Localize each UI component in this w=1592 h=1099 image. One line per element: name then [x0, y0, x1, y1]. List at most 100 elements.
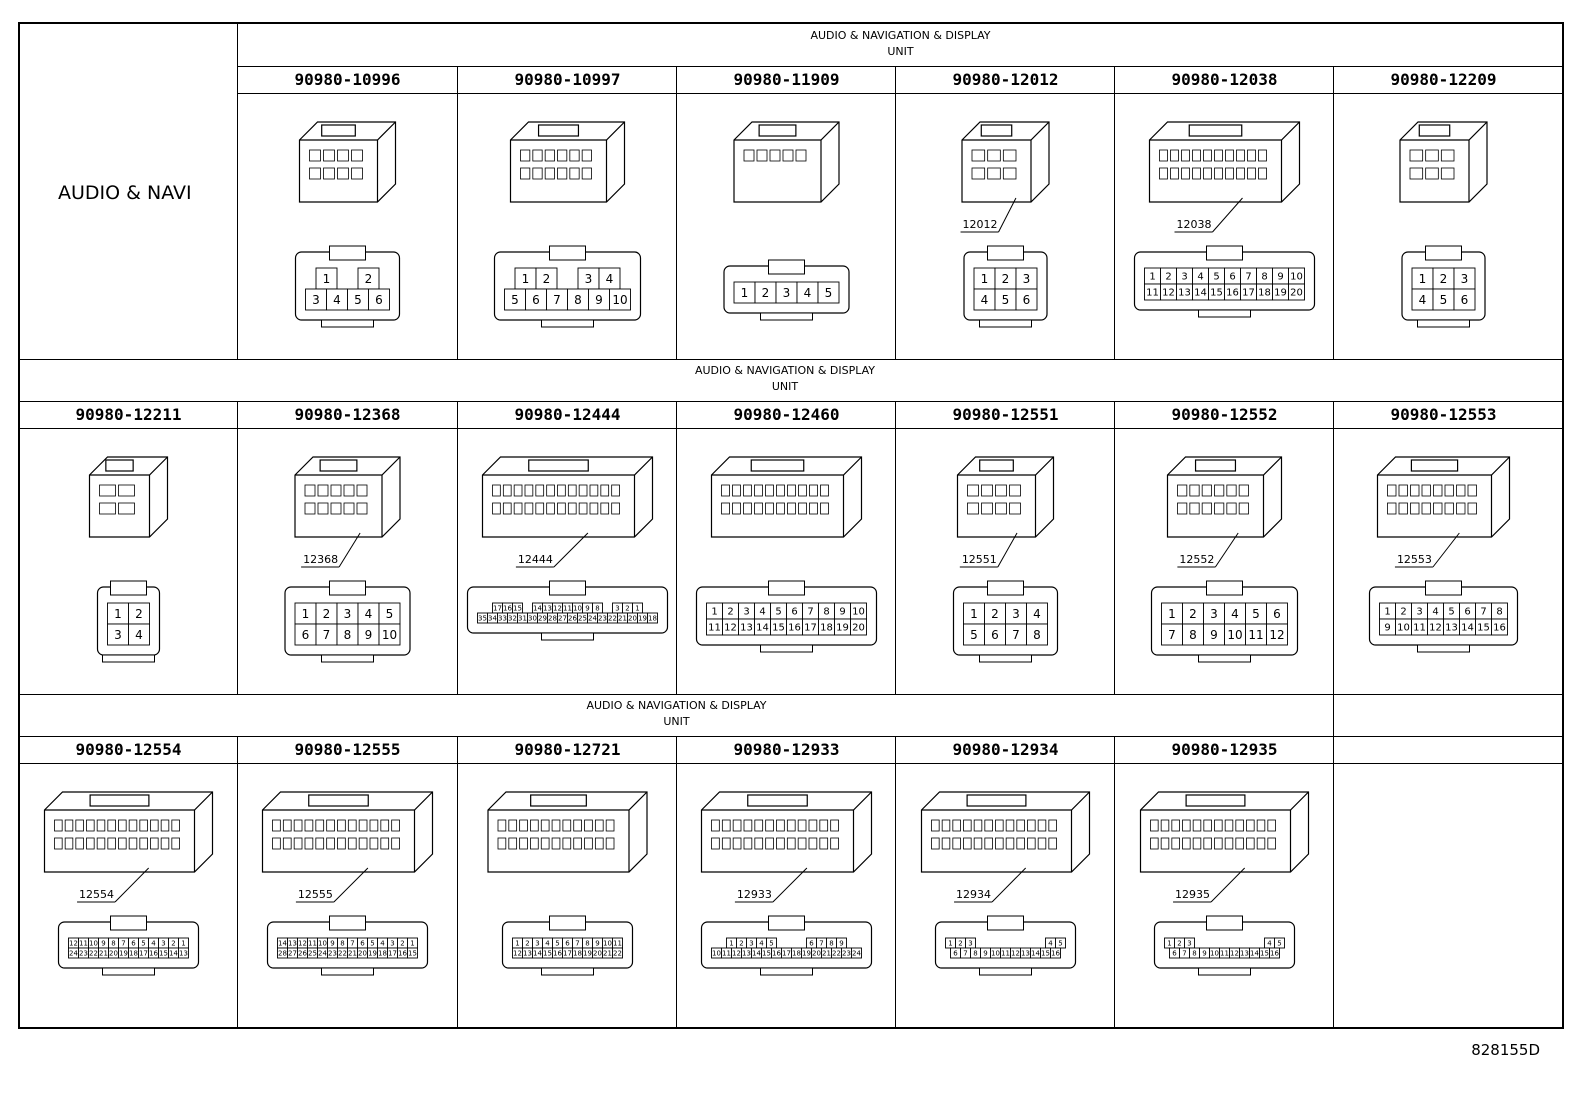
pin-label: 28: [278, 950, 287, 958]
pin-label: 28: [548, 615, 557, 623]
pin-label: 19: [368, 950, 377, 958]
pin-label: 2: [991, 607, 999, 621]
pin-label: 21: [603, 950, 612, 958]
pin-label: 13: [543, 605, 552, 613]
part-number: 90980-12551: [952, 405, 1059, 424]
pin-label: 30: [528, 615, 537, 623]
part-number: 90980-12444: [514, 405, 621, 424]
connector-body-sketch: [956, 456, 1055, 538]
pin-label: 11: [1220, 950, 1229, 958]
pin-label: 6: [1023, 293, 1031, 307]
pin-label: 8: [111, 940, 115, 948]
pin-label: 15: [772, 623, 785, 634]
pin-label: 1: [302, 607, 310, 621]
pin-label: 10: [991, 950, 1000, 958]
pin-label: 3: [968, 940, 972, 948]
pin-label: 19: [638, 615, 647, 623]
part-number: 90980-12012: [952, 70, 1059, 89]
pin-label: 16: [788, 623, 801, 634]
group-header-line1: AUDIO & NAVIGATION & DISPLAY: [694, 364, 876, 377]
pin-label: 16: [1493, 623, 1506, 634]
pin-label: 8: [340, 940, 344, 948]
pin-label: 5: [555, 940, 559, 948]
part-number: 90980-12553: [1390, 405, 1497, 424]
part-number: 90980-12460: [733, 405, 840, 424]
callout-label: 12555: [298, 888, 333, 901]
pin-label: 12: [732, 950, 741, 958]
pin-label: 2: [1177, 940, 1181, 948]
callout-label: 12444: [518, 553, 553, 566]
pin-label: 4: [1432, 607, 1438, 618]
pin-label: 10: [382, 628, 397, 642]
connector-body-sketch: [294, 456, 401, 538]
callout-label: 12038: [1177, 218, 1212, 231]
pin-label: 10: [1227, 628, 1242, 642]
pin-label: 14: [278, 940, 287, 948]
pin-label: 15: [1210, 288, 1223, 299]
pin-label: 2: [1002, 272, 1010, 286]
pin-label: 7: [575, 940, 579, 948]
pin-label: 16: [503, 605, 512, 613]
pin-label: 5: [511, 293, 519, 307]
part-number: 90980-12934: [952, 740, 1059, 759]
pin-label: 12: [553, 605, 562, 613]
pin-label: 16: [1226, 288, 1239, 299]
pin-label: 3: [1187, 940, 1191, 948]
pin-label: 24: [69, 950, 78, 958]
pin-label: 13: [1021, 950, 1030, 958]
group-header: AUDIO & NAVIGATION & DISPLAY UNIT: [20, 363, 1550, 395]
pin-label: 19: [119, 950, 128, 958]
connector-body-sketch: [88, 456, 169, 538]
pin-label: 5: [370, 940, 374, 948]
pin-label: 5: [1002, 293, 1010, 307]
pin-label: 14: [169, 950, 178, 958]
pin-label: 5: [354, 293, 362, 307]
pin-label: 2: [1400, 607, 1406, 618]
connector-body-sketch: [700, 791, 873, 873]
pin-label: 22: [832, 950, 841, 958]
pin-label: 11: [1146, 288, 1159, 299]
pin-label: 13: [742, 950, 751, 958]
pin-label: 13: [740, 623, 753, 634]
group-header-line1: AUDIO & NAVIGATION & DISPLAY: [586, 699, 767, 712]
pin-label: 9: [1210, 628, 1218, 642]
pin-label: 1: [741, 286, 749, 300]
pin-label: 6: [565, 940, 570, 948]
part-number: 90980-10996: [294, 70, 401, 89]
pin-label: 7: [1012, 628, 1020, 642]
pin-label: 22: [338, 950, 347, 958]
pin-label: 1: [729, 940, 733, 948]
pin-label: 24: [852, 950, 861, 958]
connector-body-sketch: [1376, 456, 1511, 538]
pin-label: 20: [593, 950, 602, 958]
pin-label: 7: [553, 293, 561, 307]
pin-label: 5: [825, 286, 833, 300]
pin-label: 15: [408, 950, 417, 958]
pin-label: 8: [829, 940, 833, 948]
pin-label: 15: [762, 950, 771, 958]
pin-label: 5: [769, 940, 773, 948]
pin-label: 7: [963, 950, 967, 958]
row-label: AUDIO & NAVI: [58, 182, 192, 204]
pin-label: 3: [783, 286, 791, 300]
pin-label: 23: [598, 615, 607, 623]
pin-label: 19: [583, 950, 592, 958]
pin-label: 1: [410, 940, 414, 948]
pin-label: 15: [159, 950, 168, 958]
connector-body-sketch: [1166, 456, 1283, 538]
pin-label: 10: [712, 950, 721, 958]
pin-label: 4: [333, 293, 341, 307]
group-header-line2: UNIT: [771, 380, 799, 393]
pin-label: 12: [298, 940, 307, 948]
